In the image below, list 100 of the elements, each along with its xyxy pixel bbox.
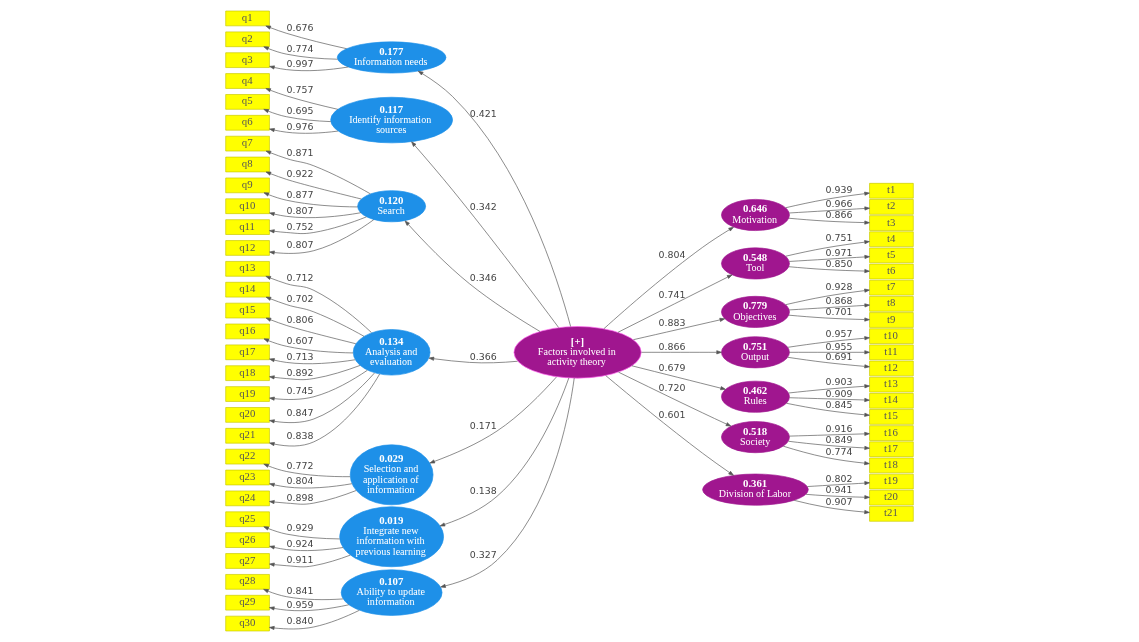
node-ellipse: 0.117 Identify information sources [330,96,453,144]
arrow [641,350,722,355]
edge-label: 0.757 [286,84,314,96]
edge-label: 0.928 [825,280,853,292]
node-box: q16 [225,323,270,340]
arrow [787,336,870,348]
node-box: t7 [869,279,914,296]
edge-label: 0.939 [825,183,853,195]
edge-label: 0.850 [825,257,853,269]
arrow [785,191,870,209]
arrow [631,365,726,391]
arrow [269,365,361,380]
node-box: q19 [225,386,270,402]
arrow [265,171,362,200]
arrow [265,25,347,49]
edge-label: 0.907 [825,495,853,507]
arrow [411,141,559,328]
arrow [417,70,571,327]
edge-label: 0.883 [658,317,686,329]
arrow [269,219,375,255]
arrow [429,376,558,464]
edge-label: 0.712 [286,272,314,284]
node-box: q17 [225,344,270,361]
node-box: t21 [869,506,914,522]
arrow [605,375,734,476]
node-box: q25 [225,511,270,527]
node-box: q23 [225,469,270,486]
arrow [633,317,726,341]
arrow [269,65,349,72]
arrow [788,206,870,214]
edge-label: 0.922 [286,167,314,179]
edge-label: 0.676 [286,21,314,33]
node-box: q12 [225,240,270,256]
arrow [263,46,338,60]
edge-label: 0.691 [825,350,853,362]
arrow [785,288,870,305]
node-box: t1 [869,183,914,199]
arrow [269,369,368,401]
arrow [269,604,350,612]
edge-label: 0.997 [286,58,314,70]
edge-label: 0.955 [825,340,853,352]
arrow [785,240,870,257]
arrow [789,431,870,437]
arrow [269,545,344,551]
node-box: t2 [869,199,914,215]
edge-label: 0.892 [286,367,314,378]
arrow [788,314,870,322]
edge-label: 0.327 [469,548,497,560]
node-box: q22 [225,448,270,465]
edge-label: 0.849 [825,433,853,445]
edge-label: 0.804 [658,249,686,261]
edge-label: 0.804 [286,475,314,487]
arrow [269,128,339,134]
node-box: t12 [869,360,914,377]
edge-label: 0.171 [469,419,497,431]
arrow [265,150,371,195]
node-box: t17 [869,441,914,457]
edge-label: 0.701 [825,306,853,318]
edge-label: 0.841 [286,585,314,597]
edge-label: 0.838 [286,430,314,442]
node-box: t20 [869,489,914,506]
node-box: q7 [225,135,270,152]
arrow [269,609,360,630]
arrow [263,109,332,122]
edge-label: 0.607 [286,334,314,346]
edge-label: 0.877 [286,188,314,200]
edge-label: 0.745 [286,385,314,397]
node-box: q4 [225,73,270,89]
edge-label: 0.903 [825,375,853,387]
edge-label: 0.871 [286,146,314,158]
edge-label: 0.959 [286,598,314,610]
node-ellipse: 0.134 Analysis and evaluation [352,329,431,376]
node-box: t4 [869,231,914,247]
node-box: q21 [225,428,270,444]
arrow [788,266,870,274]
edge-label: 0.868 [825,294,853,306]
edge-label: 0.866 [658,340,686,352]
node-box: q30 [225,615,270,632]
node-box: t13 [869,376,914,393]
node-box: q8 [225,156,270,173]
arrow [439,377,570,527]
arrow [805,494,870,500]
edge-label: 0.847 [286,407,314,419]
edge-label: 0.772 [286,459,314,471]
node-box: q3 [225,52,270,68]
node-box: t5 [869,247,914,264]
arrow [788,254,870,262]
node-box: t8 [869,296,914,312]
arrow [807,481,870,487]
edge-label: 0.909 [825,387,853,399]
arrow [269,372,375,424]
arrow [404,220,541,332]
edge-label: 0.752 [286,220,314,232]
edge-label: 0.976 [286,120,314,132]
node-box: t3 [869,215,914,231]
arrow [603,226,734,330]
arrow [440,377,575,588]
arrow [269,373,380,447]
arrow [263,588,344,600]
edge-label: 0.971 [825,246,853,258]
